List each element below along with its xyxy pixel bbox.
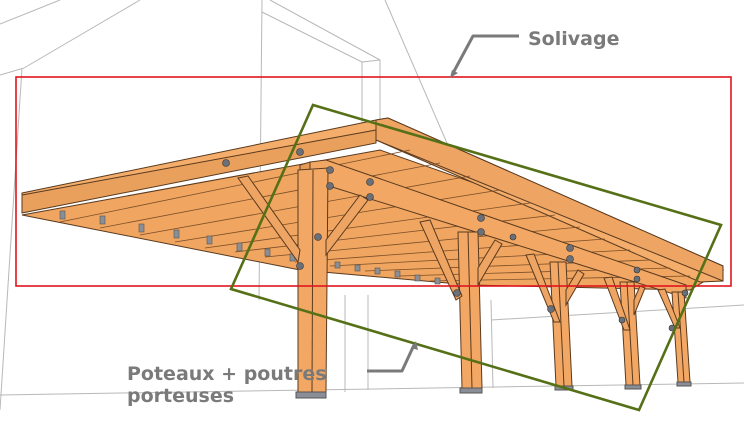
solivage-highlight-box: [15, 76, 732, 287]
leader-arrowheads: [411, 70, 458, 350]
post-4: [603, 276, 646, 390]
post-5: [657, 288, 692, 387]
poteaux-leader: [367, 344, 416, 373]
posts: [237, 167, 692, 399]
poteaux-label-line1: Poteaux + poutres: [127, 363, 327, 385]
post-2: [419, 219, 503, 394]
bolts: [222, 148, 689, 332]
leader-lines: [367, 34, 519, 373]
post-1: [237, 167, 369, 399]
post-3: [525, 253, 585, 391]
poteaux-label-line2: porteuses: [127, 385, 235, 407]
poteaux-highlight-box: [229, 103, 723, 412]
joist-hangers: [59, 210, 441, 285]
poteaux-label: Poteaux + poutres porteuses: [127, 363, 327, 407]
solivage-label: Solivage: [528, 28, 620, 50]
solivage-leader: [450, 34, 519, 76]
